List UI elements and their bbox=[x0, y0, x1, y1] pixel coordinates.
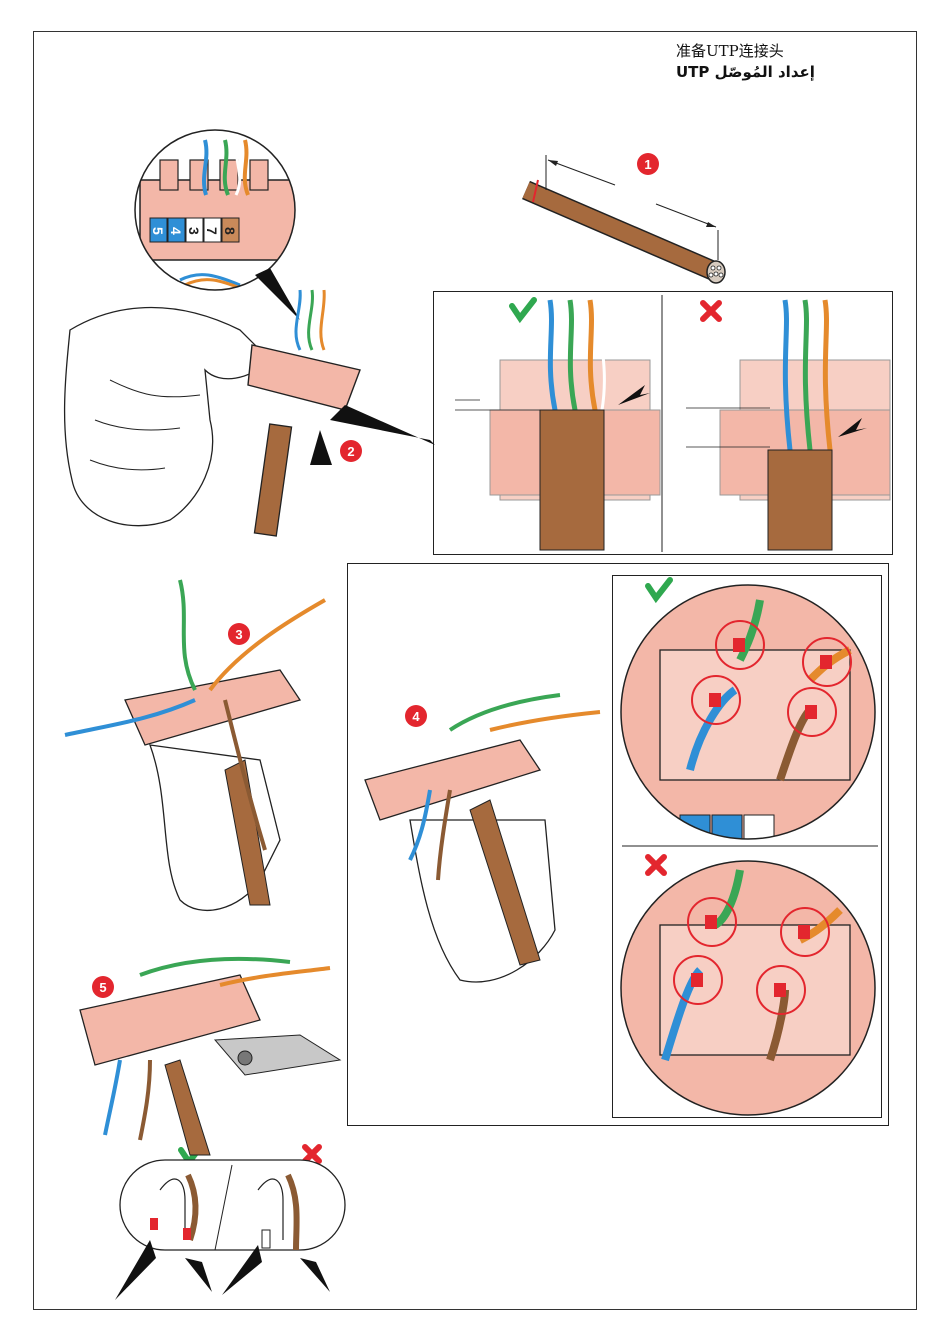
port-label-zoom bbox=[130, 130, 300, 290]
seating-zoom-bad bbox=[620, 860, 880, 1120]
termination-good bbox=[455, 300, 660, 550]
port-label-8: 8 bbox=[222, 227, 238, 235]
step-3-spreading-wires bbox=[65, 580, 325, 910]
hand-inserting-cable bbox=[65, 290, 435, 536]
port-label-3: 3 bbox=[186, 227, 202, 235]
port-label-7: 7 bbox=[204, 227, 220, 235]
step-4-seating-wires bbox=[365, 695, 600, 982]
trim-detail bbox=[115, 1160, 345, 1300]
step-5-trimming bbox=[80, 959, 340, 1155]
termination-bad bbox=[686, 300, 890, 550]
port-label-4: 4 bbox=[168, 227, 184, 235]
cable-strip-illustration bbox=[526, 155, 725, 283]
port-label-5: 5 bbox=[150, 227, 166, 235]
